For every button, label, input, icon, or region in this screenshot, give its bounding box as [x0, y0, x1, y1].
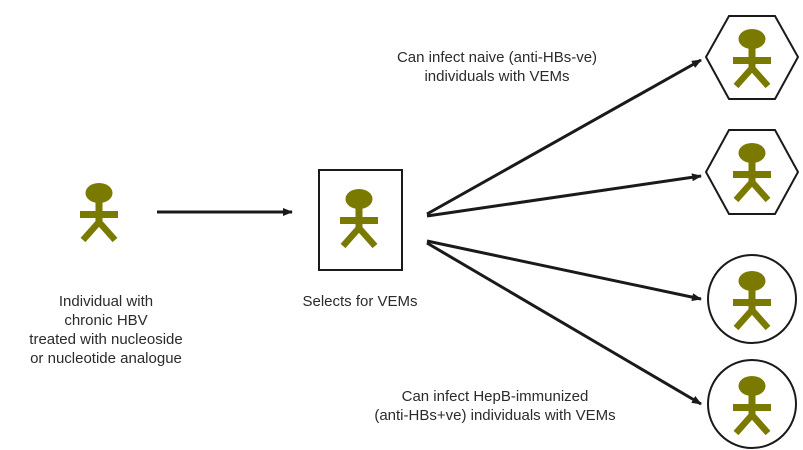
source-label-line-2: chronic HBV: [64, 312, 148, 329]
selects-label: Selects for VEMs: [285, 292, 435, 311]
source-individual-label: Individual with chronic HBV treated with…: [22, 292, 190, 368]
source-label-line-4: or nucleotide analogue: [30, 350, 182, 367]
immunized-label-line-1: Can infect HepB-immunized: [401, 388, 589, 405]
selects-label-text: Selects for VEMs: [302, 293, 418, 310]
branch-arrow-naive-2: [426, 173, 702, 218]
branch-arrow-immunized-1: [426, 239, 702, 302]
immunized-infection-label: Can infect HepB-immunized (anti-HBs+ve) …: [340, 387, 650, 425]
source-label-line-3: treated with nucleoside: [29, 331, 183, 348]
naive-label-line-2: individuals with VEMs: [424, 68, 570, 85]
naive-recipient-2: [704, 129, 800, 215]
naive-infection-label: Can infect naive (anti-HBs-ve) individua…: [362, 48, 632, 86]
immunized-recipient-1: [707, 254, 797, 344]
branch-arrow-naive-1: [426, 58, 702, 216]
immunized-label-line-2: (anti-HBs+ve) individuals with VEMs: [374, 407, 616, 424]
source-person-icon: [80, 183, 118, 240]
naive-recipient-1: [704, 15, 800, 100]
naive-label-line-1: Can infect naive (anti-HBs-ve): [396, 49, 598, 66]
immunized-recipient-2: [707, 359, 797, 449]
source-label-line-1: Individual with: [58, 293, 154, 310]
branch-arrow-immunized-2: [426, 241, 702, 406]
